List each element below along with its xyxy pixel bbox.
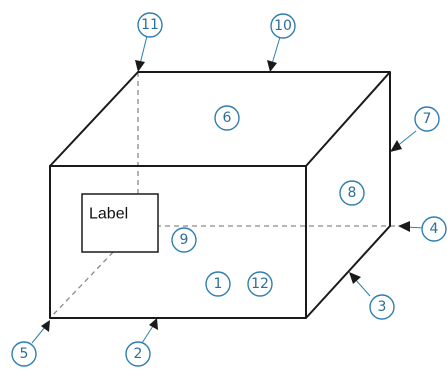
- leader-2: [141, 325, 154, 344]
- callout-11: 11: [137, 12, 163, 38]
- right-face: [305, 72, 391, 319]
- callout-1-number: 1: [214, 276, 223, 292]
- arrow-7: [390, 140, 402, 152]
- arrow-5: [41, 320, 50, 332]
- arrow-2: [149, 318, 158, 330]
- arrow-3: [349, 272, 361, 284]
- callout-6: 6: [214, 105, 240, 131]
- callout-8: 8: [339, 180, 365, 206]
- callouts: 11 10 6 7 8 4 9 1: [11, 12, 447, 367]
- callout-7: 7: [414, 106, 440, 132]
- leader-11: [139, 35, 148, 65]
- callout-10-number: 10: [274, 18, 292, 34]
- label-box-text: Label: [89, 206, 128, 223]
- callout-2-number: 2: [134, 346, 143, 362]
- callout-5: 5: [11, 341, 37, 367]
- callout-12: 12: [247, 271, 273, 297]
- callout-9: 9: [171, 227, 197, 253]
- callout-8-number: 8: [348, 185, 357, 201]
- visible-edges: [49, 71, 391, 319]
- callout-7-number: 7: [423, 111, 432, 127]
- leader-10: [271, 36, 281, 65]
- callout-2: 2: [125, 341, 151, 367]
- callout-9-number: 9: [180, 232, 189, 248]
- callout-12-number: 12: [251, 276, 269, 292]
- leader-3: [354, 278, 371, 297]
- arrow-11: [135, 60, 145, 72]
- arrow-10: [267, 60, 277, 72]
- callout-5-number: 5: [20, 346, 29, 362]
- callout-10: 10: [270, 13, 296, 39]
- label-box-frame: [81, 193, 159, 253]
- callout-4: 4: [421, 216, 447, 242]
- leader-5: [31, 326, 46, 344]
- leaders: [31, 35, 425, 344]
- callout-3-number: 3: [378, 299, 387, 315]
- callout-3: 3: [369, 294, 395, 320]
- callout-1: 1: [205, 271, 231, 297]
- label-box: Label: [81, 193, 159, 253]
- arrow-4: [398, 221, 410, 232]
- callout-4-number: 4: [430, 221, 439, 237]
- callout-11-number: 11: [141, 17, 159, 33]
- callout-6-number: 6: [223, 110, 232, 126]
